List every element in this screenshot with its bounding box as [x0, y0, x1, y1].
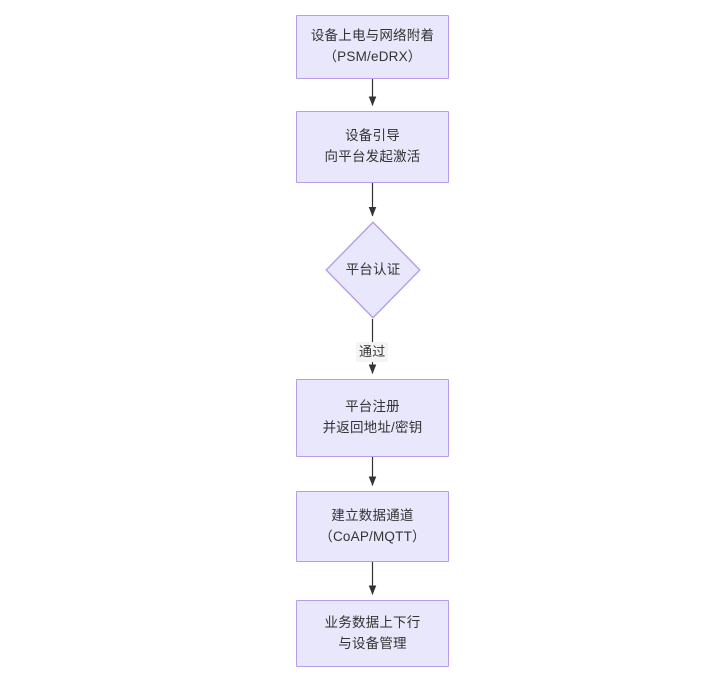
flow-node-label: 平台认证 [345, 261, 401, 277]
flow-node-label: 平台注册 并返回地址/密钥 [322, 399, 423, 435]
diamond-shape [325, 221, 421, 319]
flow-node-label: 建立数据通道 （CoAP/MQTT） [319, 507, 426, 544]
flow-node-label: 设备上电与网络附着 （PSM/eDRX） [310, 28, 435, 64]
flow-node-platform-register[interactable]: 平台注册 并返回地址/密钥 [296, 379, 449, 457]
flow-node-label: 设备引导 向平台发起激活 [324, 128, 421, 164]
edge-label-pass: 通过 [356, 342, 389, 363]
flow-node-establish-data-channel[interactable]: 建立数据通道 （CoAP/MQTT） [296, 491, 449, 562]
flow-node-device-bootstrap[interactable]: 设备引导 向平台发起激活 [296, 111, 449, 183]
flow-node-business-data-management[interactable]: 业务数据上下行 与设备管理 [296, 600, 449, 667]
flow-node-platform-auth-decision[interactable]: 平台认证 [325, 221, 421, 319]
flow-node-label: 业务数据上下行 与设备管理 [324, 614, 421, 651]
flow-node-device-power-on[interactable]: 设备上电与网络附着 （PSM/eDRX） [296, 15, 449, 79]
